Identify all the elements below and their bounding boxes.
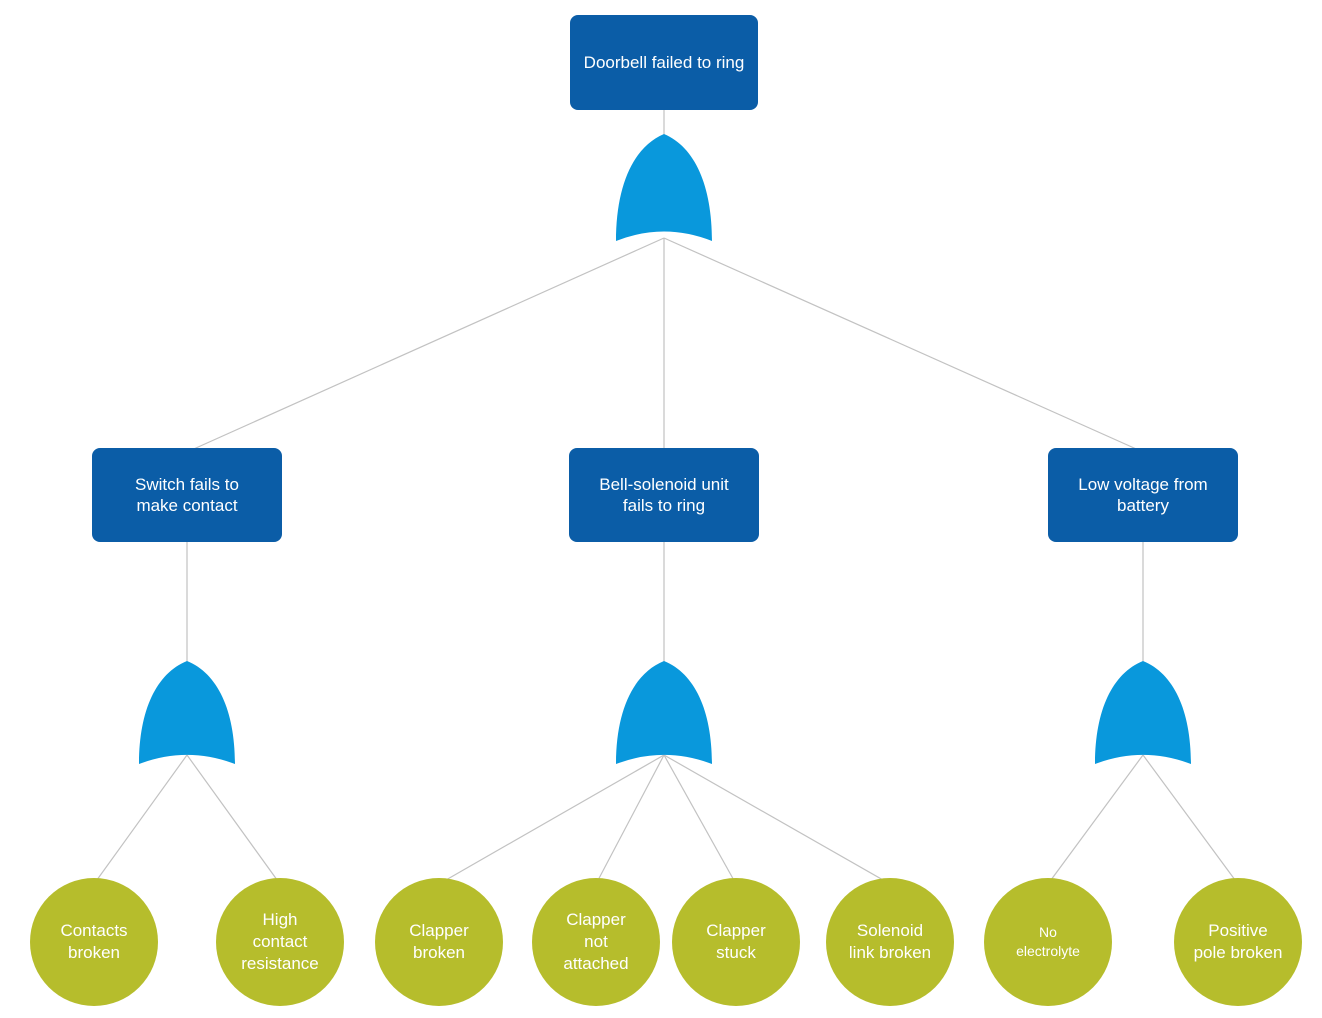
basic-event-label: Clapper stuck — [706, 920, 766, 962]
event-bell-solenoid-unit-fails-to-ring[interactable]: Bell-solenoid unit fails to ring — [569, 448, 759, 542]
basic-event-contacts-broken[interactable]: Contacts broken — [30, 878, 158, 1006]
basic-event-solenoid-link-broken[interactable]: Solenoid link broken — [826, 878, 954, 1006]
basic-event-clapper-broken[interactable]: Clapper broken — [375, 878, 503, 1006]
basic-event-label: Clapper not attached — [563, 909, 629, 974]
or-gate-icon-switch[interactable] — [139, 661, 235, 765]
event-doorbell-failed-to-ring[interactable]: Doorbell failed to ring — [570, 15, 758, 110]
basic-event-label: Contacts broken — [60, 920, 128, 962]
event-label: Switch fails to make contact — [135, 474, 239, 515]
event-label: Bell-solenoid unit fails to ring — [599, 474, 729, 515]
event-switch-fails-to-make-contact[interactable]: Switch fails to make contact — [92, 448, 282, 542]
basic-event-label: Positive pole broken — [1193, 920, 1283, 962]
or-gate-icon-battery[interactable] — [1095, 661, 1191, 765]
event-low-voltage-from-battery[interactable]: Low voltage from battery — [1048, 448, 1238, 542]
event-label: Doorbell failed to ring — [583, 52, 745, 72]
basic-event-clapper-not-attached[interactable]: Clapper not attached — [532, 878, 660, 1006]
basic-event-clapper-stuck[interactable]: Clapper stuck — [672, 878, 800, 1006]
basic-event-no-electrolyte[interactable]: No electrolyte — [984, 878, 1112, 1006]
event-label: Low voltage from battery — [1078, 474, 1208, 515]
basic-event-label: No electrolyte — [1016, 924, 1080, 959]
basic-event-high-contact-resistance[interactable]: High contact resistance — [216, 878, 344, 1006]
basic-event-label: High contact resistance — [241, 909, 319, 974]
basic-event-positive-pole-broken[interactable]: Positive pole broken — [1174, 878, 1302, 1006]
or-gate-icon-bell-solenoid[interactable] — [616, 661, 712, 765]
basic-event-label: Clapper broken — [409, 920, 469, 962]
or-gate-icon-root[interactable] — [616, 134, 712, 242]
basic-event-label: Solenoid link broken — [848, 920, 932, 962]
